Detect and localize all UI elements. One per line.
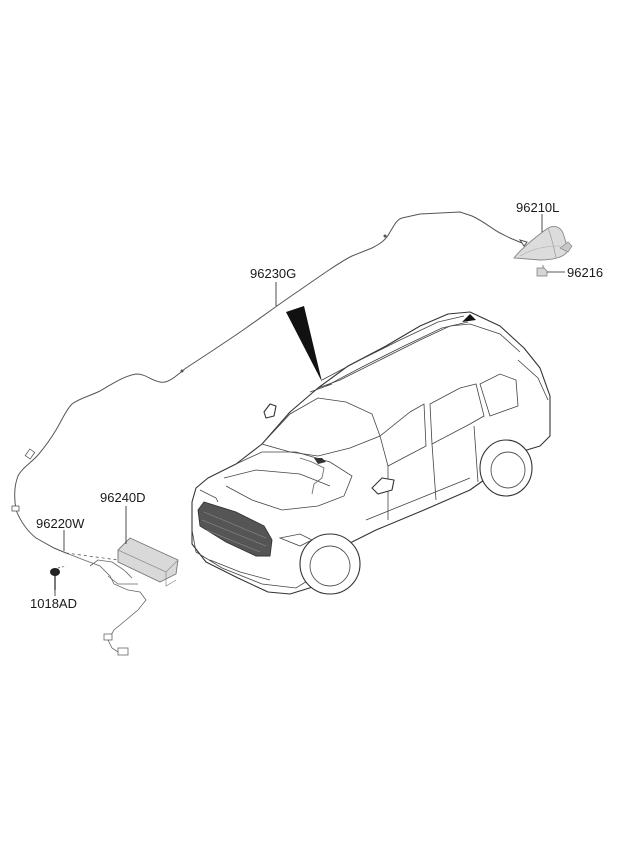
label-screw: 1018AD xyxy=(30,596,77,611)
front-wheel xyxy=(299,533,361,595)
label-extension-cable: 96220W xyxy=(36,516,85,531)
vehicle xyxy=(191,311,551,595)
install-arrow xyxy=(286,306,322,382)
label-antenna: 96210L xyxy=(516,200,559,215)
label-module: 96240D xyxy=(100,490,146,505)
rear-wheel xyxy=(479,439,533,497)
feeder-cable xyxy=(11,211,528,554)
extension-cable xyxy=(65,552,147,656)
label-antenna-bolt: 96216 xyxy=(567,265,603,280)
screw xyxy=(50,565,67,590)
antenna-bolt xyxy=(536,265,548,277)
antenna-shark-fin xyxy=(513,225,573,261)
label-feeder-cable: 96230G xyxy=(250,266,296,281)
module-bracket xyxy=(117,537,179,587)
